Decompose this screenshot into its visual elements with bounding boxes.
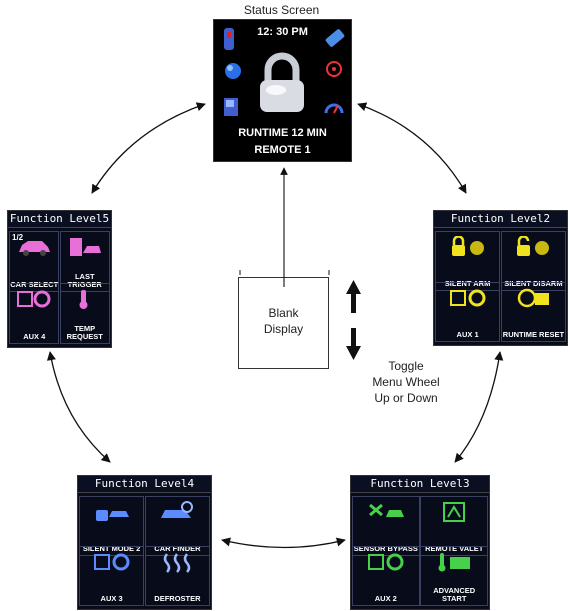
function-level3-panel: Function Level3 SENSOR BYPASS REMOTE VAL… [350, 475, 490, 610]
car-icon [19, 241, 51, 256]
toggle-line1: Toggle [388, 359, 424, 373]
toggle-down-arrow [346, 328, 361, 360]
temp-request-item[interactable]: TEMP REQUEST [59, 282, 110, 344]
status-time: 12: 30 PM [257, 26, 308, 38]
item-label: AUX 3 [100, 594, 123, 603]
globe-icon [225, 63, 241, 79]
arrow-level2-to-level3 [454, 351, 504, 463]
advanced-start-icon [438, 553, 471, 572]
remote-text: REMOTE 1 [254, 144, 311, 156]
runtime-text: RUNTIME 12 MIN [238, 127, 327, 139]
aux-icon [449, 289, 486, 307]
status-screen-caption: Status Screen [243, 3, 320, 17]
toggle-instructions: Toggle Menu Wheel Up or Down [364, 358, 448, 406]
item-label: AUX 4 [23, 332, 46, 341]
blank-label-line1: Blank [268, 306, 299, 320]
defroster-icon [164, 553, 191, 574]
silent-lock-icon [95, 510, 129, 521]
defroster-item[interactable]: DEFROSTER [144, 546, 210, 606]
thermometer-icon [79, 289, 88, 309]
aux-icon [367, 553, 404, 571]
item-label: CAR SELECT [10, 280, 59, 290]
toggle-line2: Menu Wheel [372, 375, 440, 389]
aux4-item[interactable]: AUX 4 [9, 282, 60, 344]
timer-icon [518, 288, 550, 307]
panel-title: Function Level2 [434, 211, 567, 228]
car-finder-icon [161, 501, 194, 518]
aux-icon [17, 290, 51, 308]
battery-icon [325, 29, 345, 47]
silent-mode-2-item[interactable]: SILENT MODE 2 [79, 496, 145, 556]
remote-fob-icon [224, 28, 234, 50]
item-label: LAST TRIGGER [67, 272, 102, 290]
arrow-level5-to-level4 [46, 351, 111, 463]
remote-valet-item[interactable]: REMOTE VALET [420, 496, 488, 556]
arrow-status-to-level5 [91, 102, 206, 194]
item-label: ADVANCED START [433, 586, 476, 603]
toggle-up-arrow [346, 280, 361, 313]
page-indicator: 1/2 [12, 233, 24, 242]
item-label: RUNTIME RESET [502, 330, 565, 339]
blank-label-line2: Display [263, 322, 304, 336]
panel-title: Function Level3 [351, 476, 489, 493]
function-level5-panel: Function Level5 1/2 CAR SELECT LAST TRIG… [7, 210, 112, 348]
aux2-item[interactable]: AUX 2 [352, 546, 420, 606]
panel-title: Function Level5 [8, 211, 111, 228]
item-label: REMOTE VALET [425, 543, 484, 553]
lock-icon [451, 236, 484, 256]
trigger-log-icon [69, 238, 101, 256]
padlock-icon [260, 52, 304, 112]
item-label: DEFROSTER [154, 594, 201, 603]
item-label: CAR FINDER [154, 543, 201, 553]
aux-icon [93, 553, 130, 571]
item-label: AUX 2 [374, 594, 397, 603]
advanced-start-item[interactable]: ADVANCED START [420, 546, 488, 606]
door-icon [224, 98, 238, 116]
item-label: SILENT MODE 2 [82, 543, 141, 553]
function-level4-panel: Function Level4 SILENT MODE 2 CAR FINDER… [77, 475, 212, 610]
runtime-reset-item[interactable]: RUNTIME RESET [500, 281, 566, 342]
silent-arm-item[interactable]: SILENT ARM [435, 231, 501, 292]
unlock-icon [517, 236, 550, 256]
function-level2-panel: Function Level2 SILENT ARM SILENT DISARM… [433, 210, 568, 346]
aux1-item[interactable]: AUX 1 [435, 281, 501, 342]
item-label: SILENT ARM [444, 279, 491, 289]
status-screen: 12: 30 PM RUNTIME 12 MIN REMOTE 1 [213, 19, 352, 162]
aux3-item[interactable]: AUX 3 [79, 546, 145, 606]
item-label: AUX 1 [456, 330, 479, 339]
toggle-line3: Up or Down [374, 391, 438, 405]
silent-disarm-item[interactable]: SILENT DISARM [500, 231, 566, 292]
arrow-status-to-level2 [357, 102, 467, 194]
alert-icon [326, 61, 342, 77]
valet-icon [443, 502, 466, 522]
item-label: SENSOR BYPASS [353, 543, 418, 553]
arrow-level4-to-level3 [221, 537, 346, 549]
car-select-item[interactable]: 1/2 CAR SELECT [9, 231, 60, 293]
item-label: TEMP REQUEST [66, 324, 103, 341]
sensor-bypass-item[interactable]: SENSOR BYPASS [352, 496, 420, 556]
item-label: SILENT DISARM [504, 279, 563, 289]
sensor-icon [368, 503, 404, 517]
gauge-icon [324, 103, 344, 114]
panel-title: Function Level4 [78, 476, 211, 493]
